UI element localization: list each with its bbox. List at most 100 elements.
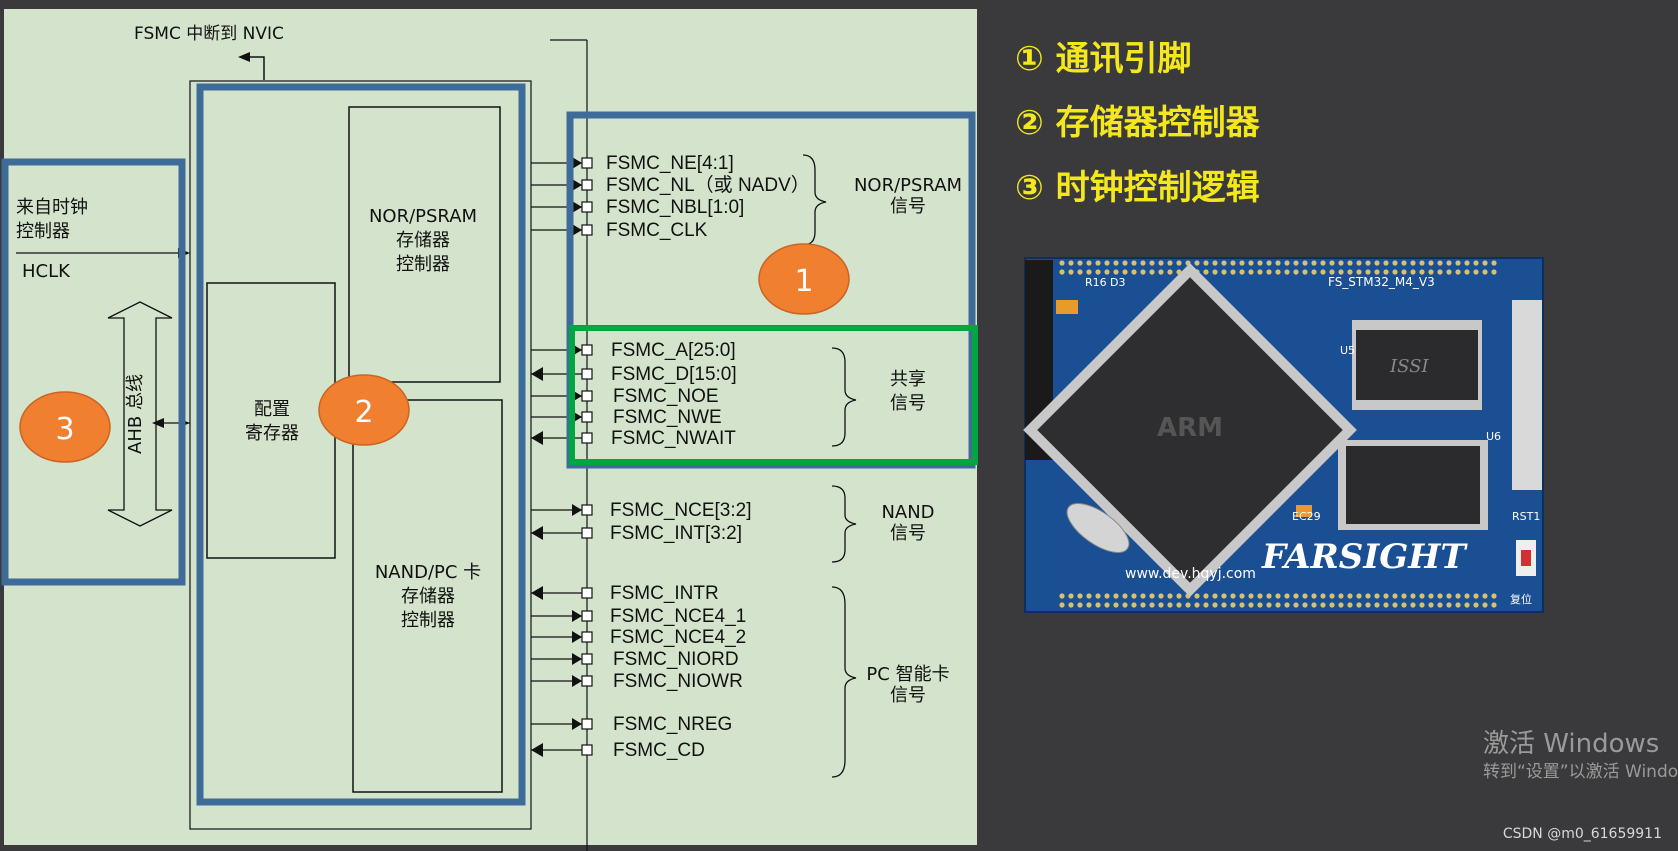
nor-controller-label-3: 控制器 (396, 254, 450, 275)
header-pin (1446, 593, 1452, 599)
header-pin (1464, 260, 1470, 266)
header-pin (1212, 260, 1218, 266)
nand-controller-box (352, 399, 503, 793)
signal-pin-pad (581, 411, 593, 423)
memory-controller-highlight (196, 83, 526, 806)
clock-logic-highlight (1, 158, 186, 586)
header-pin (1221, 269, 1227, 275)
header-pin (1257, 593, 1263, 599)
header-pin (1401, 593, 1407, 599)
website-text: www.dev.hqyj.com (1125, 566, 1256, 582)
header-pin (1221, 602, 1227, 608)
header-pin (1491, 602, 1497, 608)
signal-name: FSMC_NE[4:1] (606, 153, 734, 174)
header-pin (1383, 269, 1389, 275)
board-name-text: FS_STM32_M4_V3 (1328, 275, 1435, 289)
header-pin (1455, 593, 1461, 599)
header-pin (1419, 260, 1425, 266)
config-register-label-1: 配置 (254, 399, 290, 420)
nand-controller-label-2: 存储器 (401, 586, 455, 607)
header-pin (1212, 602, 1218, 608)
header-pin (1068, 602, 1074, 608)
header-pin (1410, 593, 1416, 599)
header-pin (1419, 269, 1425, 275)
nand-group-label-2: 信号 (890, 523, 926, 544)
nor-controller-box (348, 106, 501, 383)
signal-arrowhead (531, 586, 543, 600)
signal-arrowhead (572, 718, 582, 730)
u6-label-text: U6 (1486, 430, 1501, 443)
signal-row: FSMC_NBL[1:0] (531, 197, 744, 218)
header-pin (1158, 269, 1164, 275)
header-pin (1284, 602, 1290, 608)
header-pin (1329, 593, 1335, 599)
header-pin (1275, 593, 1281, 599)
header-pin (1302, 602, 1308, 608)
arm-logo-text: ARM (1157, 413, 1223, 443)
header-pin (1158, 602, 1164, 608)
header-pin (1302, 260, 1308, 266)
header-pin (1140, 602, 1146, 608)
header-pin (1374, 260, 1380, 266)
signal-row: FSMC_INTR (531, 583, 719, 604)
header-pin (1401, 260, 1407, 266)
mcu-chip: ARM (1023, 263, 1357, 597)
ahb-bus-label: AHB 总线 (125, 374, 146, 454)
header-pin (1356, 593, 1362, 599)
header-pin (1086, 593, 1092, 599)
header-pin (1266, 269, 1272, 275)
shared-signal-brace (831, 347, 857, 447)
note-clock-logic: ③ 时钟控制逻辑 (1015, 168, 1260, 208)
r16-label-text: R16 (1085, 276, 1107, 289)
note-memory-controller: ② 存储器控制器 (1015, 103, 1261, 143)
header-pin (1482, 260, 1488, 266)
d3-label-text: D3 (1110, 276, 1125, 289)
header-pin (1338, 602, 1344, 608)
signal-row: FSMC_NOE (531, 386, 719, 407)
header-pin (1464, 593, 1470, 599)
signal-pin-pad (581, 675, 593, 687)
header-pin (1428, 593, 1434, 599)
header-pin (1266, 602, 1272, 608)
header-pin (1149, 602, 1155, 608)
header-pin (1311, 269, 1317, 275)
nor-signal-brace (802, 154, 827, 246)
header-pin (1482, 602, 1488, 608)
signal-arrowhead (531, 431, 543, 445)
header-pin (1464, 602, 1470, 608)
signal-arrowhead (572, 610, 582, 622)
sram-chip (1356, 330, 1478, 400)
header-pin (1473, 269, 1479, 275)
header-pin (1257, 602, 1263, 608)
signal-row: FSMC_NIOWR (531, 671, 743, 692)
header-pin (1149, 269, 1155, 275)
header-pin (1320, 269, 1326, 275)
header-pin (1086, 260, 1092, 266)
signal-arrowhead (531, 743, 543, 757)
header-pin (1374, 269, 1380, 275)
header-pin (1383, 602, 1389, 608)
header-pin (1365, 260, 1371, 266)
ec29-label-text: EC29 (1292, 510, 1321, 523)
header-pin (1113, 593, 1119, 599)
header-pin (1167, 593, 1173, 599)
signal-pin-pad (581, 179, 593, 191)
header-pin (1446, 269, 1452, 275)
issi-logo-text: ISSI (1389, 356, 1429, 377)
signal-name: FSMC_NCE4_2 (610, 627, 746, 648)
header-pin (1410, 260, 1416, 266)
signal-pin-pad (581, 631, 593, 643)
header-pin (1203, 602, 1209, 608)
signal-arrowhead (531, 367, 543, 381)
header-pin (1122, 602, 1128, 608)
header-pin (1167, 260, 1173, 266)
header-pin (1212, 269, 1218, 275)
marker-1-label: 1 (794, 264, 813, 299)
header-pin (1230, 269, 1236, 275)
reset-button-cap (1521, 550, 1531, 566)
header-pin (1122, 593, 1128, 599)
header-pin (1077, 602, 1083, 608)
signal-name: FSMC_NOE (613, 386, 719, 407)
header-pin (1383, 593, 1389, 599)
fsmc-outline (189, 80, 532, 830)
